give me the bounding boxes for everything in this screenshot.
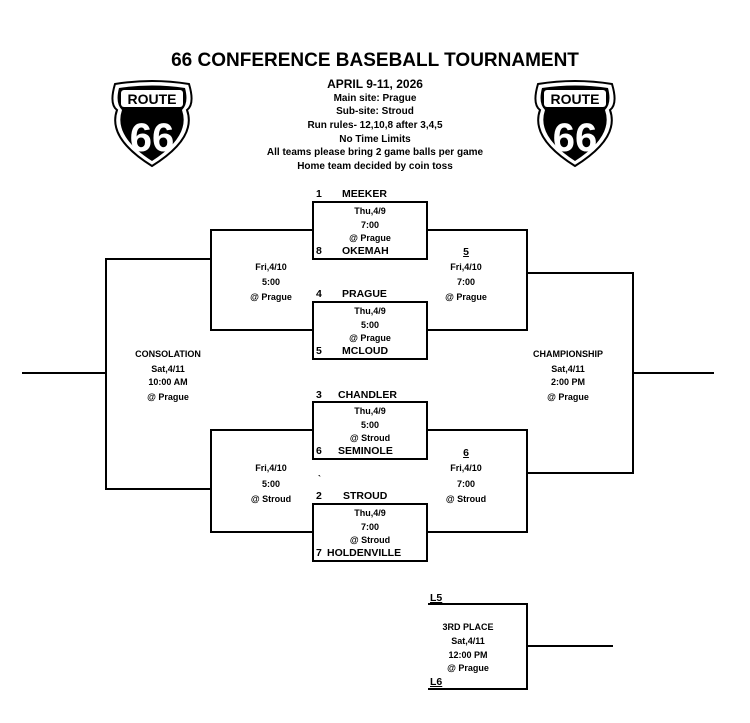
seed-number: 2 (316, 490, 322, 502)
team-name: MEEKER (342, 188, 387, 200)
game-site: @ Stroud (349, 535, 391, 545)
game-site: @ Prague (250, 292, 292, 302)
shield-route-text: ROUTE (128, 91, 177, 107)
shield-number-text: 66 (553, 116, 598, 160)
game-day: Sat,4/11 (451, 636, 485, 646)
third-top-slot: L5 (430, 592, 443, 604)
championship-label: CHAMPIONSHIP (532, 349, 603, 359)
tournament-dates: APRIL 9-11, 2026 (327, 77, 423, 91)
game-day: Thu,4/9 (354, 406, 386, 416)
game-day: Sat,4/11 (151, 364, 185, 374)
page-title: 66 CONFERENCE BASEBALL TOURNAMENT (171, 50, 579, 71)
seed-number: 7 (316, 547, 322, 559)
game-time: 10:00 AM (148, 377, 188, 387)
team-name: PRAGUE (342, 288, 387, 300)
game-number: 5 (463, 246, 469, 258)
game-number: 6 (463, 447, 469, 459)
team-name: OKEMAH (342, 245, 389, 257)
team-name: SEMINOLE (338, 445, 393, 457)
game-site: @ Stroud (349, 433, 391, 443)
seed-number: 3 (316, 389, 322, 401)
shield-route-text: ROUTE (551, 91, 600, 107)
game-time: 2:00 PM (550, 377, 585, 387)
game-day: Fri,4/10 (450, 463, 482, 473)
seed-number: 5 (316, 345, 322, 357)
game-site: @ Stroud (250, 494, 292, 504)
game-site: @ Prague (147, 392, 189, 402)
third-bottom-slot: L6 (430, 676, 443, 688)
game-day: Thu,4/9 (354, 206, 386, 216)
info-game-balls: All teams please bring 2 game balls per … (266, 147, 484, 158)
game-site: @ Prague (447, 663, 489, 673)
game-site: @ Prague (445, 292, 487, 302)
game-time: 7:00 (360, 220, 379, 230)
team-name: HOLDENVILLE (327, 547, 402, 559)
game-day: Fri,4/10 (255, 262, 287, 272)
game-day: Thu,4/9 (354, 508, 386, 518)
info-main-site: Main site: Prague (333, 93, 417, 104)
route-66-shield-icon: ROUTE 66 (111, 80, 193, 168)
team-name: CHANDLER (338, 389, 397, 401)
info-time-limits: No Time Limits (339, 134, 411, 145)
game-site: @ Stroud (445, 494, 487, 504)
game-time: 5:00 (261, 277, 280, 287)
game-time: 7:00 (360, 522, 379, 532)
info-sub-site: Sub-site: Stroud (336, 106, 414, 117)
stray-tick: ` (318, 474, 321, 484)
route-66-shield-icon: ROUTE 66 (534, 80, 616, 168)
game-time: 7:00 (456, 479, 475, 489)
third-place-label: 3RD PLACE (442, 622, 494, 632)
team-name: STROUD (343, 490, 388, 502)
game-day: Fri,4/10 (255, 463, 287, 473)
info-home-team: Home team decided by coin toss (297, 161, 453, 172)
seed-number: 4 (316, 288, 322, 300)
seed-number: 1 (316, 188, 322, 200)
game-time: 5:00 (360, 320, 379, 330)
game-time: 5:00 (261, 479, 280, 489)
consolation-label: CONSOLATION (135, 349, 201, 359)
info-run-rules: Run rules- 12,10,8 after 3,4,5 (307, 120, 443, 131)
team-name: MCLOUD (342, 345, 389, 357)
game-site: @ Prague (547, 392, 589, 402)
game-day: Fri,4/10 (450, 262, 482, 272)
seed-number: 8 (316, 245, 322, 257)
seed-number: 6 (316, 445, 322, 457)
game-day: Thu,4/9 (354, 306, 386, 316)
game-time: 5:00 (360, 420, 379, 430)
game-day: Sat,4/11 (551, 364, 585, 374)
game-site: @ Prague (349, 233, 391, 243)
game-time: 12:00 PM (448, 650, 488, 660)
game-site: @ Prague (349, 333, 391, 343)
shield-number-text: 66 (130, 116, 175, 160)
game-time: 7:00 (456, 277, 475, 287)
